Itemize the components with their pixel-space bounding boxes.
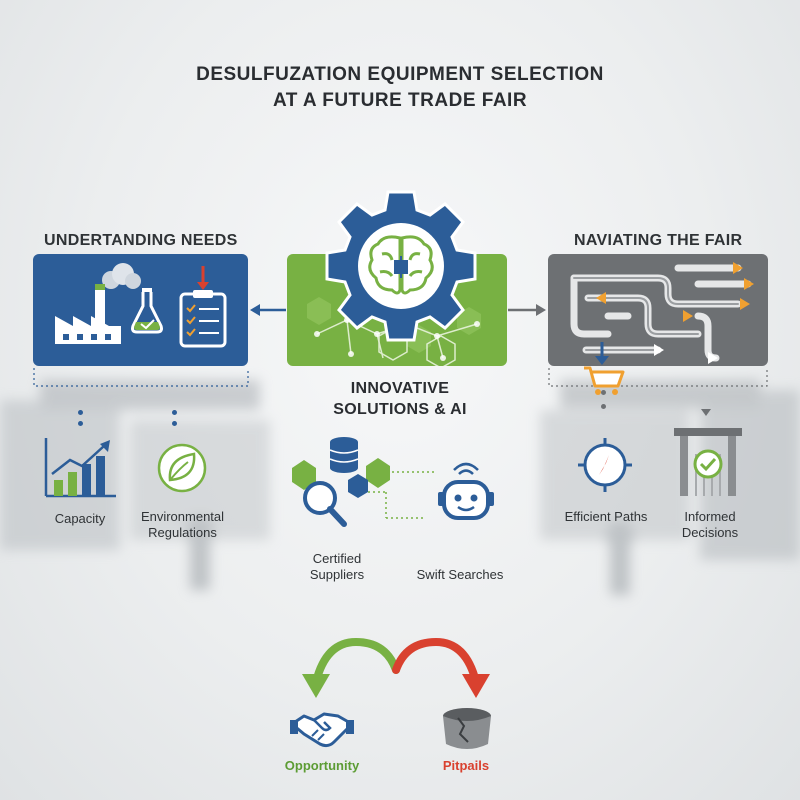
opportunity-label: Opportunity <box>284 758 360 773</box>
center-heading-line-1: INNOVATIVE <box>350 380 450 397</box>
env-regulations-label: Environmental Regulations <box>125 509 240 541</box>
title-line-1: DESULFUZATION EQUIPMENT SELECTION <box>196 64 604 85</box>
page-title: DESULFUZATION EQUIPMENT SELECTION AT A F… <box>0 62 800 114</box>
bar-chart-icon <box>44 438 116 498</box>
navigation-panel <box>548 254 768 366</box>
magnifier-icon <box>303 481 347 527</box>
clipboard-checklist-icon <box>179 266 227 348</box>
efficient-dot-1 <box>601 390 606 395</box>
certified-suppliers-graphic <box>292 437 436 527</box>
shopping-cart-icon <box>584 342 625 395</box>
leaf-icon <box>157 443 207 493</box>
handshake-icon <box>290 712 354 748</box>
informed-line-2: Decisions <box>681 525 739 540</box>
env-dot-2 <box>172 421 177 426</box>
needs-bracket <box>33 368 249 387</box>
capacity-dot-2 <box>78 421 83 426</box>
heading-navigating-fair: NAVIATING THE FAIR <box>574 232 743 249</box>
certified-line-2: Suppliers <box>309 567 365 582</box>
decision-pointer <box>701 409 711 416</box>
needs-panel <box>33 254 248 366</box>
capacity-label: Capacity <box>54 511 106 526</box>
swift-searches-label: Swift Searches <box>416 567 504 582</box>
robot-icon <box>438 462 494 520</box>
gate-check-icon <box>674 428 742 496</box>
certified-suppliers-label: Certified Suppliers <box>292 551 382 583</box>
informed-line-1: Informed <box>684 509 736 524</box>
certified-line-1: Certified <box>312 551 362 566</box>
compass-icon <box>578 438 632 492</box>
efficient-dot-2 <box>601 404 606 409</box>
factory-icon <box>55 263 141 344</box>
flask-icon <box>131 288 163 334</box>
efficient-paths-label: Efficient Paths <box>564 509 648 524</box>
center-heading-line-2: SOLUTIONS & AI <box>333 401 467 418</box>
database-icon <box>329 437 359 473</box>
env-line-2: Regulations <box>148 525 217 540</box>
heading-understanding-needs: UNDERTANDING NEEDS <box>44 232 238 249</box>
navigation-bracket <box>548 368 768 387</box>
gear-brain-icon <box>325 190 477 342</box>
env-dot-1 <box>172 410 177 415</box>
informed-decisions-label: Informed Decisions <box>664 509 756 541</box>
pit-icon <box>443 708 491 749</box>
maze-path-icon <box>570 262 754 364</box>
pitfalls-label: Pitpails <box>442 758 490 773</box>
env-line-1: Environmental <box>140 509 225 524</box>
innovative-solutions-heading: INNOVATIVE SOLUTIONS & AI <box>280 378 520 420</box>
opportunity-pitfalls-arrows <box>302 637 490 698</box>
title-line-2: AT A FUTURE TRADE FAIR <box>272 90 528 111</box>
hexagon-nodes <box>292 458 390 498</box>
panel-connectors <box>250 304 546 316</box>
capacity-dot-1 <box>78 410 83 415</box>
